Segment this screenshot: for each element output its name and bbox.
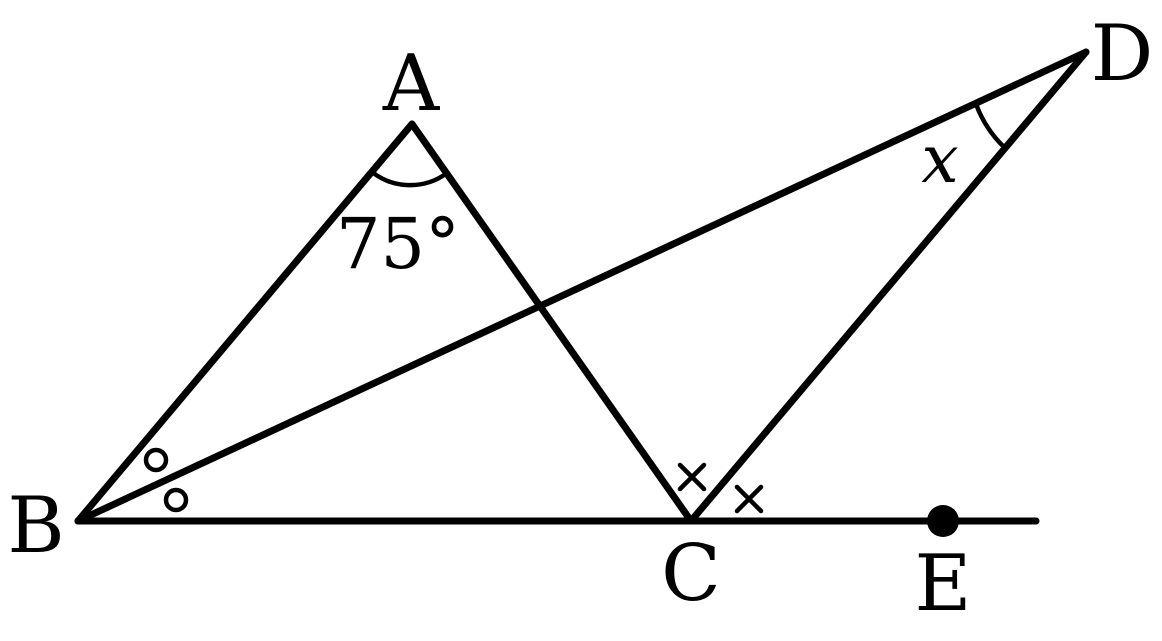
angle-d-arc: [973, 101, 1008, 151]
segment-cd: [687, 48, 1090, 525]
point-label-c: C: [661, 529, 721, 619]
angle-c-mark-outer: [734, 484, 764, 514]
angle-c-mark-inner: [677, 462, 707, 492]
segment-bd: [74, 48, 1090, 525]
point-label-e: E: [915, 539, 972, 629]
point-label-b: B: [7, 481, 64, 571]
point-e-dot: [927, 505, 959, 537]
angle-b-mark-lower: [163, 487, 189, 513]
angle-x-label: x: [921, 121, 958, 198]
point-label-a: A: [382, 39, 441, 129]
angle-a-label: 75°: [336, 203, 460, 285]
segment-ac: [408, 120, 695, 525]
angle-a-arc: [369, 169, 450, 188]
segment-ab: [74, 120, 416, 525]
angle-b-mark-upper: [143, 447, 169, 473]
point-label-d: D: [1091, 9, 1154, 99]
